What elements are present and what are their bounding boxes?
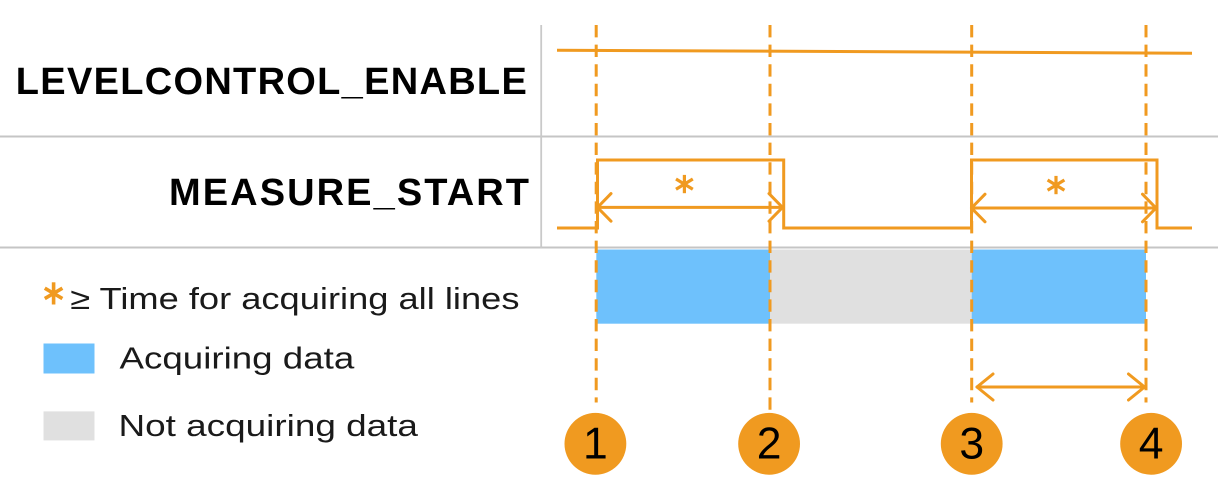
svg-text:LEVELCONTROL_ENABLE: LEVELCONTROL_ENABLE [16, 61, 527, 103]
svg-text:2: 2 [757, 419, 782, 468]
svg-text:Not acquiring data: Not acquiring data [119, 409, 419, 443]
svg-text:≥ Time for acquiring all lines: ≥ Time for acquiring all lines [70, 282, 519, 316]
svg-text:MEASURE_START: MEASURE_START [169, 172, 529, 214]
svg-text:4: 4 [1139, 419, 1164, 468]
svg-text:Acquiring data: Acquiring data [120, 341, 355, 375]
svg-text:3: 3 [959, 419, 984, 468]
svg-text:1: 1 [583, 419, 608, 468]
